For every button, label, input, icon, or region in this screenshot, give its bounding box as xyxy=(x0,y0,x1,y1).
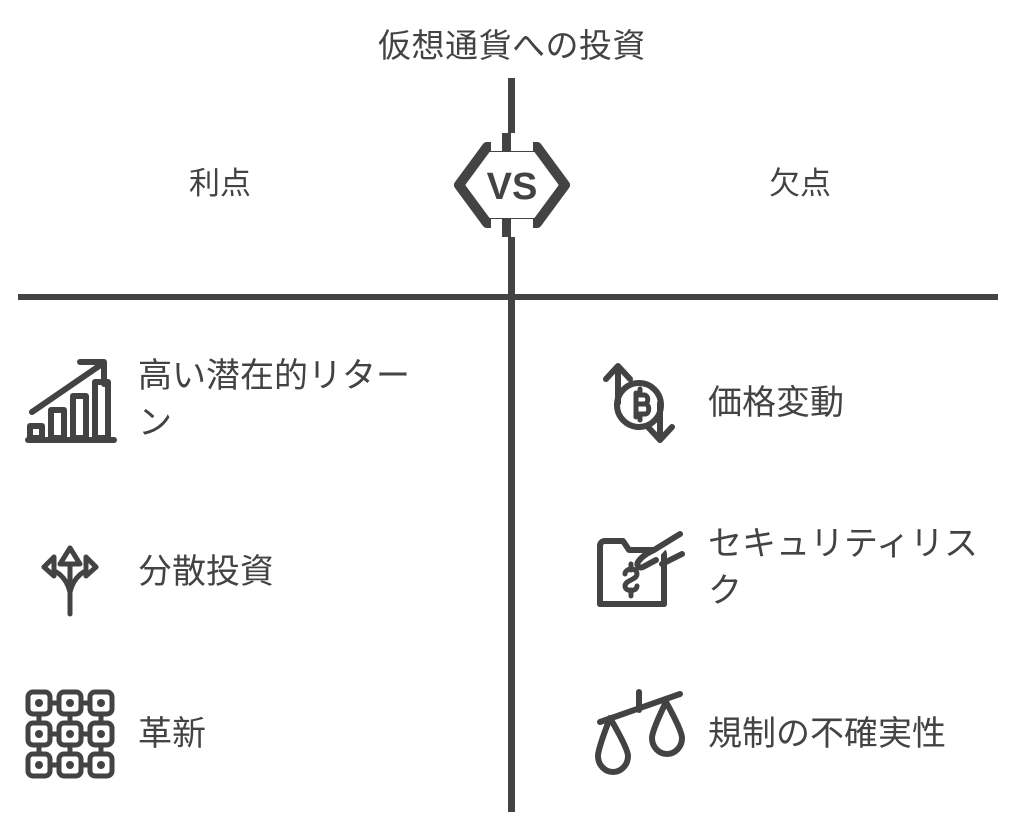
list-item-label: 価格変動 xyxy=(708,383,844,422)
list-item: 革新 xyxy=(22,686,462,782)
list-item: 規制の不確実性 xyxy=(592,686,1024,782)
list-item-label: 革新 xyxy=(138,714,206,753)
tilted-balance-scales-icon xyxy=(592,686,688,782)
network-grid-nodes-icon xyxy=(22,686,118,782)
column-header-pros: 利点 xyxy=(189,166,251,201)
list-item-label: 高い潜在的リターン xyxy=(138,357,410,442)
list-item: セキュリティリスク xyxy=(592,520,1024,616)
growth-bar-chart-arrow-icon xyxy=(22,352,118,448)
bitcoin-volatility-arrows-icon xyxy=(592,355,688,451)
list-item-label: 規制の不確実性 xyxy=(708,714,946,753)
hand-stealing-money-box-icon xyxy=(592,520,688,616)
list-item: 分散投資 xyxy=(22,524,462,620)
vertical-divider xyxy=(508,78,515,812)
list-item: 高い潜在的リターン xyxy=(22,352,462,448)
vs-hexagon-icon: VS xyxy=(443,133,581,237)
list-item-label: 分散投資 xyxy=(138,552,274,591)
horizontal-divider xyxy=(18,294,998,300)
page-title: 仮想通貨への投資 xyxy=(378,27,646,64)
column-header-cons: 欠点 xyxy=(769,166,831,201)
list-item-label: セキュリティリスク xyxy=(708,525,978,610)
list-item: 価格変動 xyxy=(592,355,1024,451)
vs-badge-label: VS xyxy=(487,166,538,208)
branching-arrows-icon xyxy=(22,524,118,620)
